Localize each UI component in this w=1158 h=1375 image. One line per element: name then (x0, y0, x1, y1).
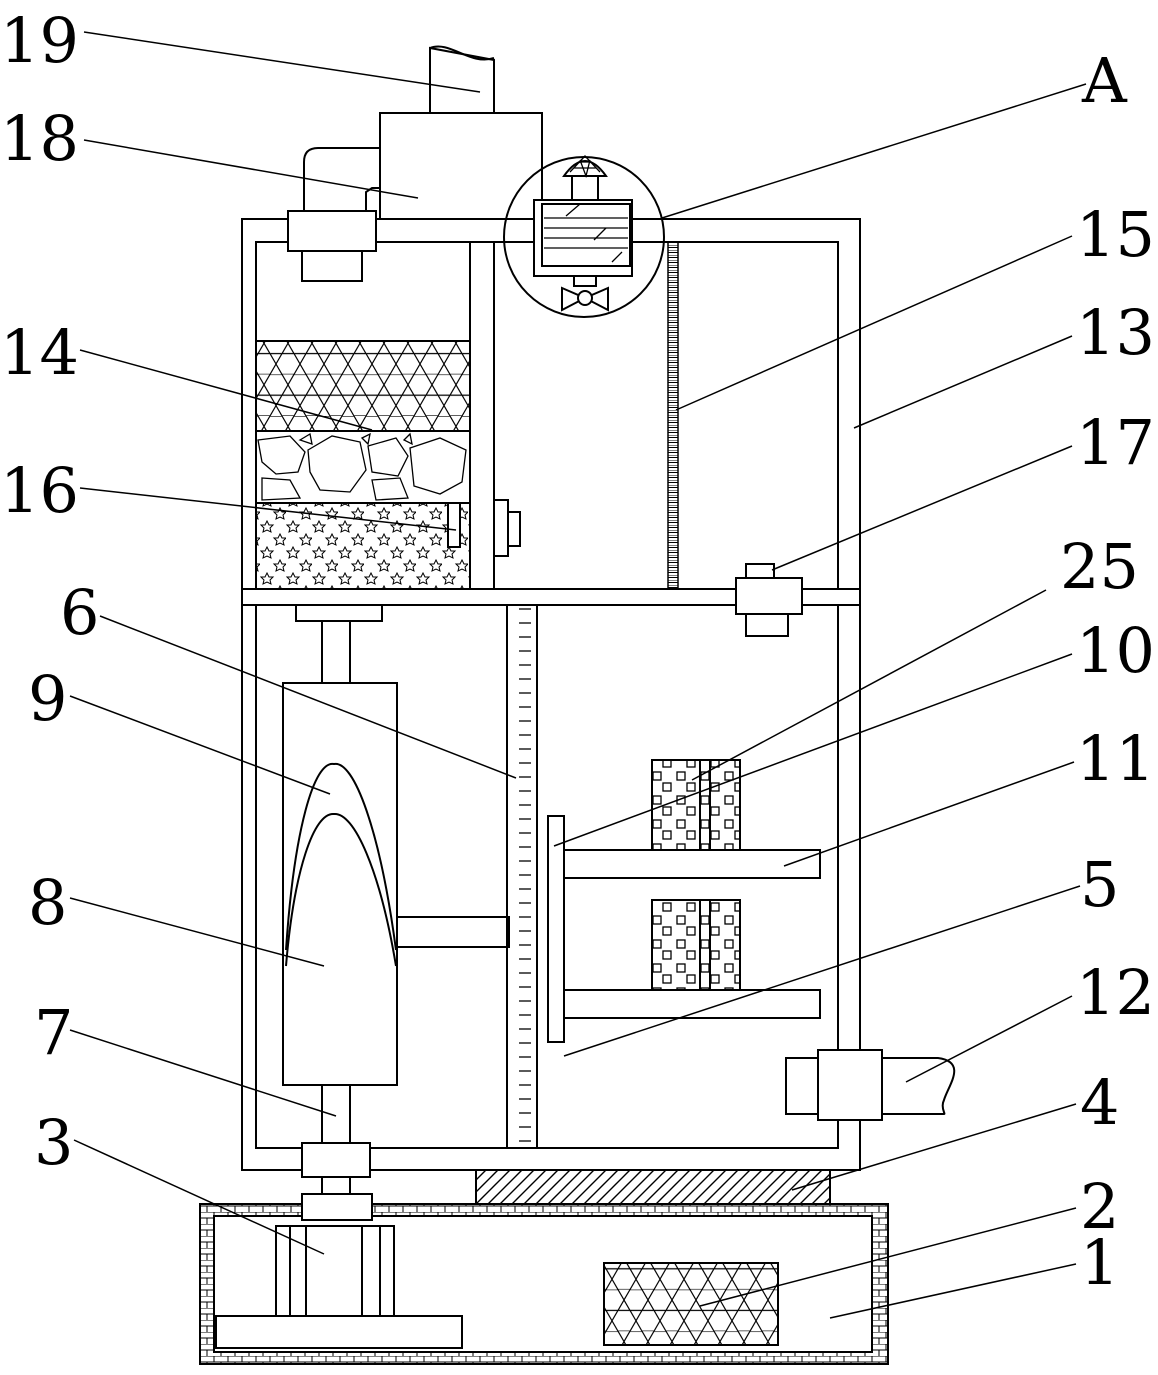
label-19: 19 (0, 4, 79, 77)
part-labels: 19 18 A 15 14 13 16 17 6 25 10 9 11 8 5 … (0, 4, 1155, 1299)
base-filter-block (603, 1262, 779, 1346)
label-17: 17 (1076, 406, 1155, 479)
label-15: 15 (1076, 198, 1155, 271)
top-fan-box (287, 45, 543, 282)
label-16: 16 (0, 454, 79, 527)
label-4: 4 (1080, 1066, 1119, 1139)
label-13: 13 (1076, 296, 1155, 369)
label-9: 9 (28, 662, 67, 735)
honeycomb-filter-layer (255, 340, 471, 432)
label-3: 3 (34, 1106, 73, 1179)
label-18: 18 (0, 102, 79, 175)
label-a: A (1081, 44, 1128, 117)
cam-shaft-assembly (282, 604, 510, 1178)
damping-pad (475, 1169, 831, 1205)
sliding-plate-shelves (547, 815, 821, 1043)
label-2: 2 (1080, 1170, 1119, 1243)
detail-circle-a (503, 155, 665, 318)
label-5: 5 (1080, 848, 1119, 921)
divider-sensor (735, 563, 803, 637)
threaded-rod (667, 241, 679, 590)
label-7: 7 (34, 996, 73, 1069)
label-12: 12 (1076, 956, 1155, 1029)
star-filter-layer (255, 502, 471, 590)
label-25: 25 (1060, 530, 1139, 603)
label-11: 11 (1076, 722, 1155, 795)
label-8: 8 (28, 866, 67, 939)
label-14: 14 (0, 316, 79, 389)
gear-rack (506, 604, 538, 1149)
leader-lines (69, 31, 1087, 1319)
label-10: 10 (1076, 614, 1155, 687)
label-1: 1 (1080, 1226, 1119, 1299)
outlet-pipe (785, 1049, 956, 1121)
label-6: 6 (60, 576, 99, 649)
stone-filter-layer (255, 430, 471, 504)
partition-sensor (447, 499, 521, 557)
